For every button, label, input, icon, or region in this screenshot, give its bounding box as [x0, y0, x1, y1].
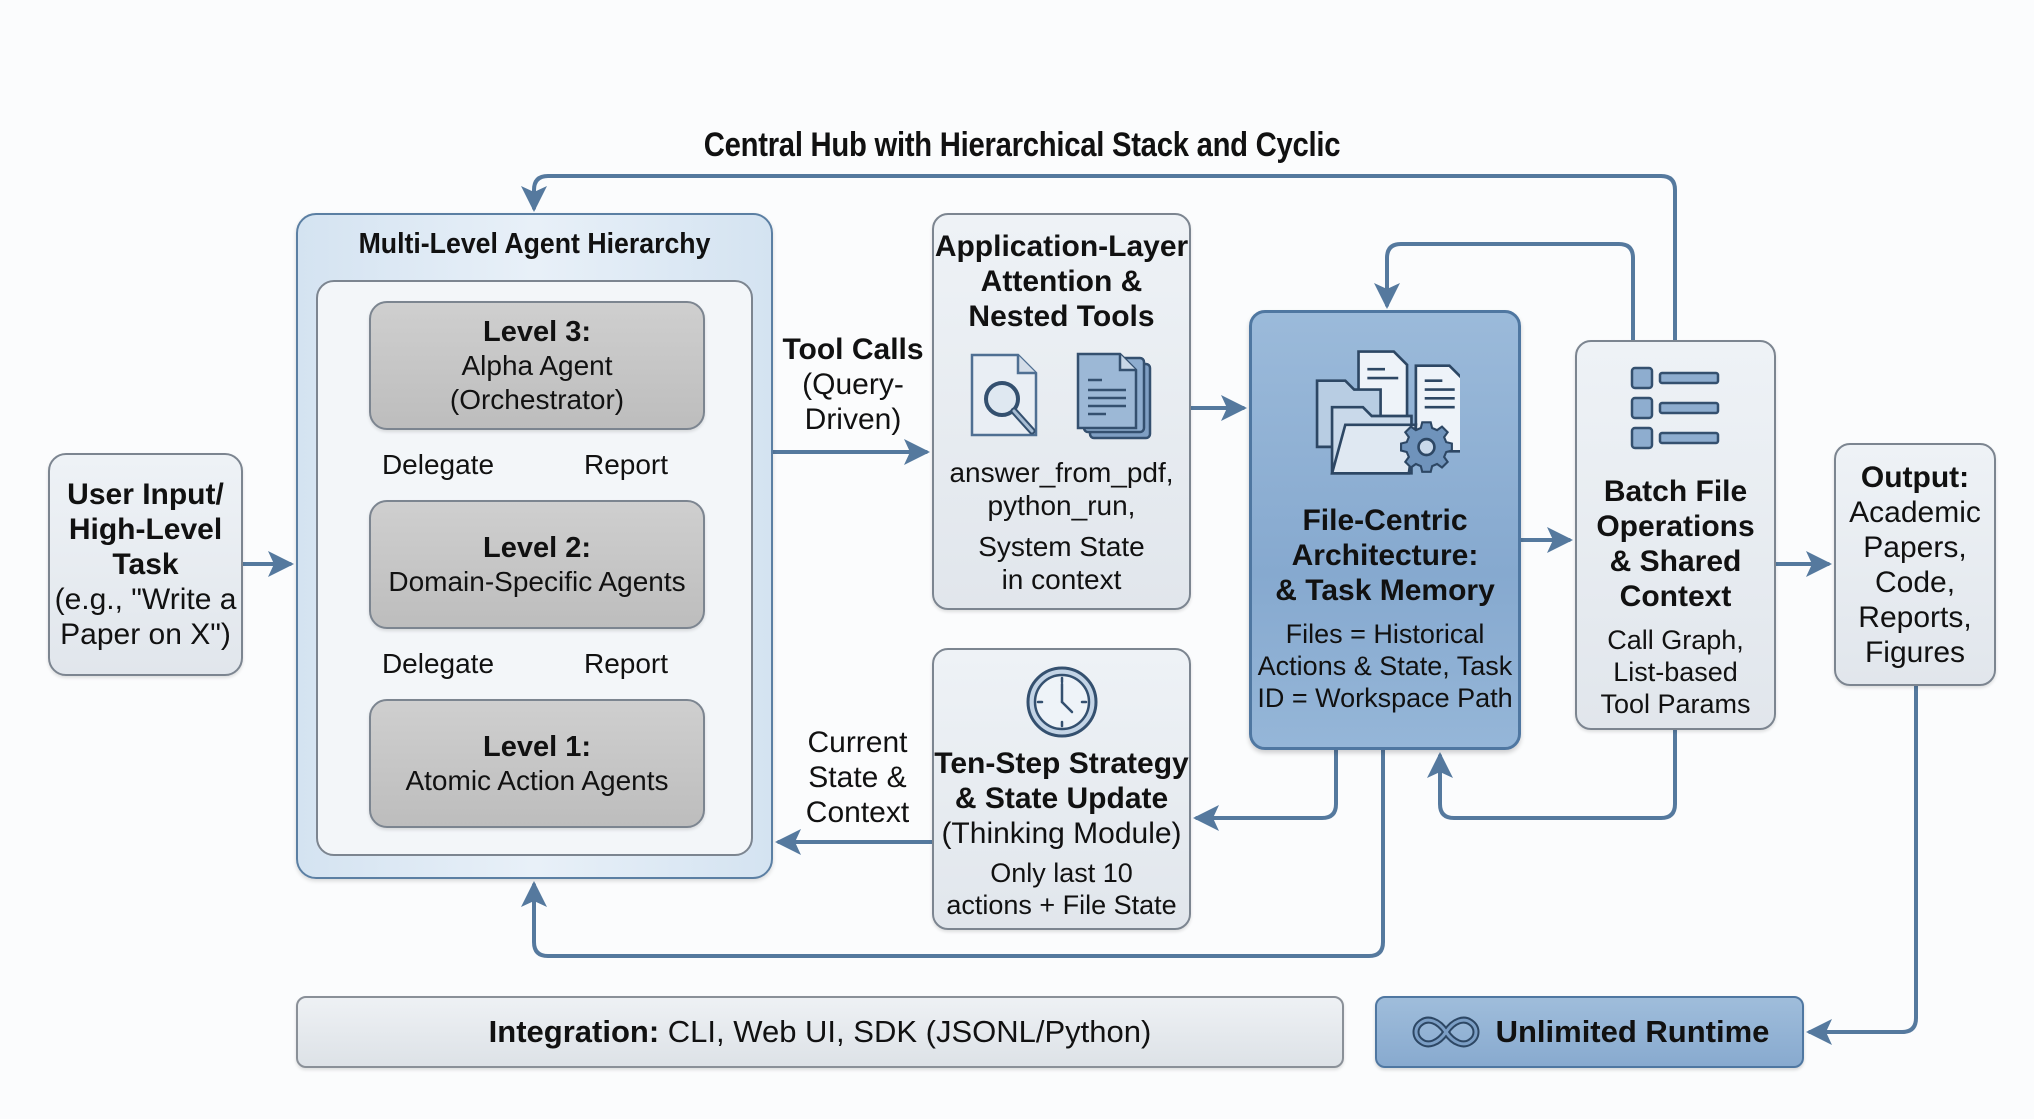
output-line-3: Code,	[1874, 565, 1956, 599]
document-search-icon	[970, 353, 1037, 437]
ten-step-detail-2: actions + File State	[946, 890, 1177, 920]
documents-stack-icon	[1076, 352, 1151, 440]
current-state-label: Current State & Context	[790, 725, 925, 830]
agent-hierarchy-title: Multi-Level Agent Hierarchy	[358, 228, 711, 260]
output-line-5: Figures	[1864, 635, 1966, 669]
level-2-line-1: Domain-Specific Agents	[388, 565, 686, 597]
integration-bar: Integration: CLI, Web UI, SDK (JSONL/Pyt…	[296, 996, 1344, 1068]
tool-calls-line-1: (Query-	[802, 368, 904, 401]
file-centric-title-3: & Task Memory	[1275, 574, 1495, 607]
report-label-upper: Report	[583, 449, 669, 480]
level-3-heading: Level 3:	[483, 315, 591, 348]
ten-step-detail-1: Only last 10	[990, 858, 1133, 888]
file-centric-box: File-Centric Architecture: & Task Memory…	[1249, 310, 1521, 750]
delegate-label-lower: Delegate	[381, 648, 495, 679]
app-layer-state-2: in context	[1001, 564, 1122, 595]
level-2-box: Level 2: Domain-Specific Agents	[369, 500, 705, 629]
user-input-example-1: (e.g., "Write a	[54, 583, 237, 616]
ten-step-box: Ten-Step Strategy & State Update (Thinki…	[932, 648, 1191, 930]
user-input-title-3: Task	[112, 548, 179, 581]
level-1-box: Level 1: Atomic Action Agents	[369, 699, 705, 828]
file-centric-detail-2: Actions & State, Task	[1257, 651, 1513, 681]
infinity-icon	[1412, 1016, 1480, 1048]
app-layer-title-2: Attention &	[980, 265, 1143, 298]
ten-step-title-2: & State Update	[954, 782, 1169, 815]
level-2-heading: Level 2:	[483, 531, 591, 564]
unlimited-runtime-label: Unlimited Runtime	[1495, 1014, 1770, 1049]
diagram-title: Central Hub with Hierarchical Stack and …	[703, 126, 1341, 164]
app-layer-tool-1: answer_from_pdf,	[949, 457, 1174, 488]
user-input-title-1: User Input/	[67, 478, 224, 511]
unlimited-runtime-box: Unlimited Runtime	[1375, 996, 1804, 1068]
app-layer-state-1: System State	[978, 531, 1145, 562]
batch-file-box: Batch File Operations & Shared Context C…	[1575, 340, 1776, 730]
file-centric-title-1: File-Centric	[1302, 504, 1468, 537]
app-layer-title-3: Nested Tools	[968, 300, 1155, 333]
user-input-title-2: High-Level	[68, 513, 223, 546]
tool-calls-heading: Tool Calls	[782, 333, 924, 366]
file-centric-detail-1: Files = Historical	[1285, 619, 1485, 649]
batch-title-3: & Shared	[1609, 545, 1742, 578]
level-1-line-1: Atomic Action Agents	[405, 764, 669, 796]
level-3-line-1: Alpha Agent	[461, 349, 613, 381]
current-state-line-2: State &	[808, 761, 907, 794]
list-icon	[1630, 366, 1719, 450]
output-line-1: Academic	[1849, 495, 1981, 529]
batch-title-4: Context	[1619, 580, 1732, 613]
integration-value: CLI, Web UI, SDK (JSONL/Python)	[659, 1014, 1152, 1049]
user-input-example-2: Paper on X")	[60, 618, 231, 651]
output-heading: Output:	[1860, 460, 1970, 494]
batch-title-2: Operations	[1596, 510, 1755, 543]
clock-icon	[1026, 666, 1097, 738]
ten-step-title-1: Ten-Step Strategy	[934, 747, 1189, 780]
output-box: Output: Academic Papers, Code, Reports, …	[1834, 443, 1996, 686]
user-input-box: User Input/ High-Level Task (e.g., "Writ…	[48, 453, 243, 676]
app-layer-tool-2: python_run,	[987, 490, 1136, 521]
level-1-heading: Level 1:	[483, 730, 591, 763]
integration-label: Integration:	[488, 1014, 660, 1049]
batch-detail-3: Tool Params	[1600, 689, 1751, 719]
file-centric-title-2: Architecture:	[1291, 539, 1479, 572]
file-centric-detail-3: ID = Workspace Path	[1257, 683, 1513, 713]
tool-calls-line-2: Driven)	[804, 403, 902, 436]
output-line-4: Reports,	[1858, 600, 1972, 634]
output-line-2: Papers,	[1863, 530, 1967, 564]
current-state-line-1: Current	[807, 726, 908, 759]
app-layer-title-1: Application-Layer	[934, 230, 1189, 263]
batch-detail-1: Call Graph,	[1607, 625, 1744, 655]
ten-step-subtitle: (Thinking Module)	[941, 817, 1182, 850]
level-3-line-2: (Orchestrator)	[449, 383, 625, 415]
folders-gear-icon	[1315, 350, 1460, 475]
app-layer-box: Application-Layer Attention & Nested Too…	[932, 213, 1191, 610]
level-3-box: Level 3: Alpha Agent (Orchestrator)	[369, 301, 705, 430]
batch-detail-2: List-based	[1613, 657, 1738, 687]
tool-calls-label: Tool Calls (Query- Driven)	[778, 332, 928, 437]
arrow-file-to-tenstep	[1193, 748, 1338, 831]
delegate-label-upper: Delegate	[381, 449, 495, 480]
current-state-line-3: Context	[805, 796, 910, 829]
report-label-lower: Report	[583, 648, 669, 679]
arrow-output-to-runtime	[1806, 684, 1918, 1045]
batch-title-1: Batch File	[1603, 475, 1748, 508]
